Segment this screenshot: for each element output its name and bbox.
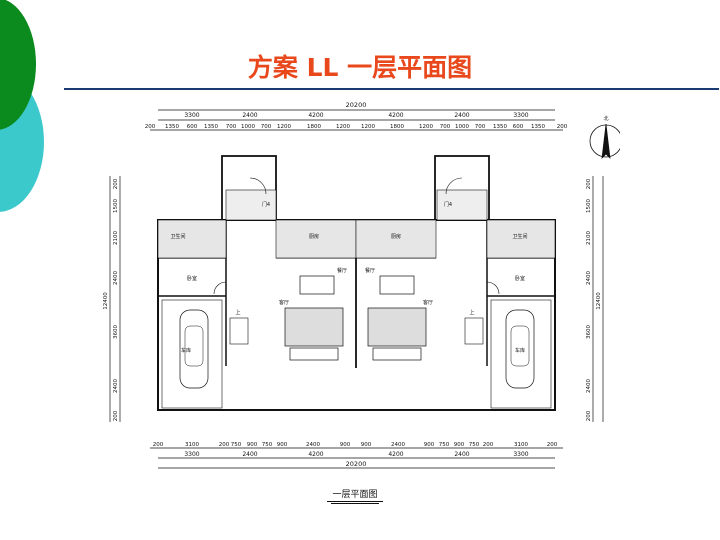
- dim-top-r1: 2400: [242, 112, 257, 119]
- dim-top-r2: 700: [226, 124, 237, 130]
- dim-bottom-r1: 2400: [306, 442, 320, 448]
- room-label-bedroom-right: 卧室: [515, 275, 525, 282]
- stair-up-label-right: 上: [469, 309, 474, 316]
- step-code-right: 门4: [444, 201, 452, 208]
- dim-bottom-r1: 900: [340, 442, 351, 448]
- dim-bottom-r1: 900: [424, 442, 435, 448]
- dim-bottom-r1: 900: [454, 442, 465, 448]
- dim-top-r2: 1200: [419, 124, 433, 130]
- dim-bottom-r1: 200: [219, 442, 230, 448]
- dim-left: 2400: [113, 271, 119, 285]
- room-label-bath-right: 卫生间: [512, 233, 527, 240]
- dim-left: 200: [113, 410, 119, 421]
- dim-left: 1500: [113, 199, 119, 213]
- dim-bottom-r1: 3100: [185, 442, 199, 448]
- dim-top-r1: 4200: [308, 112, 323, 119]
- dim-top-r2: 1000: [455, 124, 469, 130]
- room-label-kitchen-right: 厨房: [391, 233, 401, 240]
- room-label-garage-left: 车库: [181, 347, 191, 354]
- decorative-side-shapes: [0, 0, 44, 212]
- dim-left-total: 12400: [103, 292, 109, 310]
- dim-bottom-total: 20200: [346, 460, 367, 468]
- dim-top-total: 20200: [346, 101, 367, 109]
- dim-bottom-r2: 4200: [308, 451, 323, 458]
- dim-right: 2100: [586, 231, 592, 245]
- room-label-kitchen-left: 厨房: [309, 233, 319, 240]
- room-label-dining-left: 餐厅: [337, 267, 347, 274]
- dim-top-r2: 700: [261, 124, 272, 130]
- caption-underline: [331, 503, 379, 504]
- dim-top-r1: 4200: [388, 112, 403, 119]
- dim-top-r2: 700: [440, 124, 451, 130]
- dim-bottom-r1: 200: [547, 442, 558, 448]
- dim-left: 200: [113, 178, 119, 189]
- dim-top-r2: 700: [475, 124, 486, 130]
- slide-title: 方案 LL 一层平面图: [247, 53, 473, 82]
- dim-top-r2: 200: [557, 124, 568, 130]
- dim-top-r2: 1350: [493, 124, 507, 130]
- room-label-bath-left: 卫生间: [170, 233, 185, 240]
- dim-bottom-r1: 200: [483, 442, 494, 448]
- dim-bottom-r1: 750: [231, 442, 242, 448]
- dim-left: 2400: [113, 379, 119, 393]
- dim-top-r2: 1350: [204, 124, 218, 130]
- title-underline: [64, 88, 719, 90]
- dim-bottom-r1: 750: [262, 442, 273, 448]
- dim-bottom-r2: 3300: [513, 451, 528, 458]
- dim-top-r2: 1000: [241, 124, 255, 130]
- dim-bottom-r2: 4200: [388, 451, 403, 458]
- drawing-caption: 一层平面图: [327, 487, 383, 502]
- dim-bottom-r1: 2400: [391, 442, 405, 448]
- dim-bottom-r2: 3300: [184, 451, 199, 458]
- dim-bottom-r2: 2400: [242, 451, 257, 458]
- dim-left: 3600: [113, 325, 119, 339]
- dim-bottom-r1: 900: [277, 442, 288, 448]
- dim-top-r2: 200: [145, 124, 156, 130]
- north-arrow-label: 北: [603, 115, 608, 122]
- dim-top-r2: 1350: [531, 124, 545, 130]
- stair-up-label-left: 上: [235, 309, 240, 316]
- dim-top-r2: 1800: [390, 124, 404, 130]
- room-label-garage-right: 车库: [515, 347, 525, 354]
- decor-green-shape: [0, 0, 36, 130]
- dim-bottom-r2: 2400: [454, 451, 469, 458]
- dim-top-r2: 1800: [307, 124, 321, 130]
- dim-bottom-r1: 750: [439, 442, 450, 448]
- room-label-dining-right: 餐厅: [365, 267, 375, 274]
- dim-right-total: 12400: [596, 292, 602, 310]
- dim-top-r2: 1200: [277, 124, 291, 130]
- step-code-left: 门4: [262, 201, 270, 208]
- room-label-living-left: 客厅: [279, 299, 289, 306]
- dim-bottom-r1: 200: [153, 442, 164, 448]
- room-label-living-right: 客厅: [423, 299, 433, 306]
- dim-bottom-r1: 900: [247, 442, 258, 448]
- dim-top-r1: 3300: [184, 112, 199, 119]
- dim-bottom-r1: 3100: [514, 442, 528, 448]
- dim-top-r2: 600: [513, 124, 524, 130]
- room-label-bedroom-left: 卧室: [187, 275, 197, 282]
- dim-right: 3600: [586, 325, 592, 339]
- dim-top-r2: 1200: [361, 124, 375, 130]
- dim-top-r1: 3300: [513, 112, 528, 119]
- dim-bottom-r1: 900: [361, 442, 372, 448]
- dim-right: 200: [586, 410, 592, 421]
- dim-top-r2: 1350: [165, 124, 179, 130]
- dim-top-r2: 600: [187, 124, 198, 130]
- dim-right: 2400: [586, 379, 592, 393]
- dim-right: 1500: [586, 199, 592, 213]
- dim-top-r1: 2400: [454, 112, 469, 119]
- dim-right: 200: [586, 178, 592, 189]
- floor-plan-drawing: 20200 3300 2400 4200 4200 2400 3300 200 …: [103, 101, 620, 469]
- dim-top-r2: 1200: [336, 124, 350, 130]
- dim-bottom-r1: 750: [469, 442, 480, 448]
- dim-left: 2100: [113, 231, 119, 245]
- dim-right: 2400: [586, 271, 592, 285]
